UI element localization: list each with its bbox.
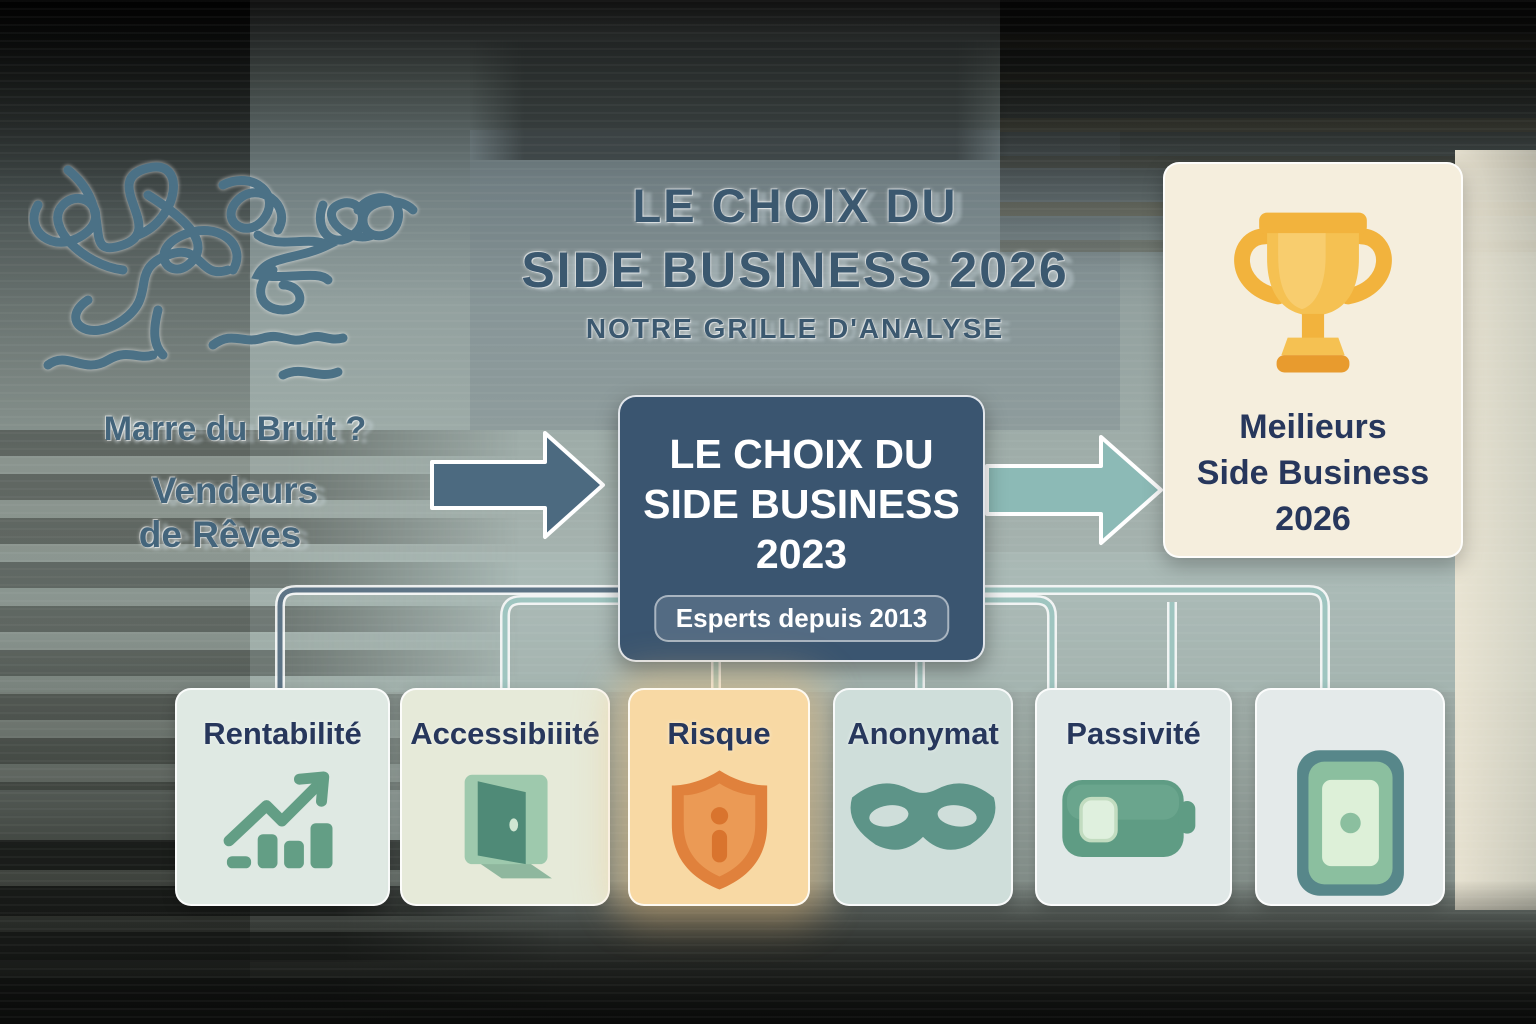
experts-badge: Esperts depuis 2013 <box>653 595 950 642</box>
background-right-cream-band <box>1455 150 1536 910</box>
header-subtitle: NOTRE GRILLE D'ANALYSE <box>585 313 1005 344</box>
criteria-card-passivite: Passivité <box>1035 688 1232 906</box>
center-node-title-line2: SIDE BUSINESS <box>643 481 960 528</box>
panel-door-icon <box>1296 750 1404 896</box>
header-title-line2: SIDE BUSINESS 2026 <box>521 242 1069 298</box>
battery-icon <box>1062 780 1196 857</box>
brand-tagline-line3: de Rêves <box>138 514 302 555</box>
trophy-icon <box>1234 212 1392 373</box>
criteria-card-label: Accessibiiité <box>410 716 600 751</box>
brand-tagline-line2: Vendeurs <box>151 470 319 511</box>
growth-chart-icon <box>223 771 332 869</box>
scribble-noise-icon <box>29 162 418 380</box>
criteria-card-rentabilite: Rentabilité <box>175 688 390 906</box>
flow-arrow-left-icon <box>430 431 605 539</box>
result-card-label-line3: 2026 <box>1275 499 1351 538</box>
open-door-icon <box>464 774 552 879</box>
header-title: LE CHOIX DU SIDE BUSINESS 2026 NOTRE GRI… <box>470 178 1120 345</box>
flow-arrow-right-icon <box>985 435 1163 545</box>
result-card-label-line2: Side Business <box>1196 453 1430 492</box>
result-card-label-line1: Meilieurs <box>1239 408 1387 446</box>
criteria-card-accessibilite: Accessibiiité <box>400 688 610 906</box>
header-title-line1: LE CHOIX DU <box>632 179 958 232</box>
criteria-card-unlabeled <box>1255 688 1445 906</box>
mask-icon <box>850 783 996 850</box>
criteria-card-label: Anonymat <box>847 716 999 751</box>
center-node: LE CHOIX DU SIDE BUSINESS 2023 Esperts d… <box>618 395 985 662</box>
criteria-card-risque: Risque <box>628 688 810 906</box>
criteria-card-anonymat: Anonymat <box>833 688 1013 906</box>
center-node-title-line1: LE CHOIX DU <box>669 431 934 477</box>
criteria-card-label: Rentabilité <box>203 716 362 751</box>
criteria-card-label: Passivité <box>1066 716 1201 751</box>
result-card: Meilieurs Side Business 2026 <box>1163 162 1463 558</box>
brand-tagline-line1: Marre du Bruit ? <box>103 410 367 448</box>
shield-info-icon <box>671 770 767 890</box>
background-top-center-bar <box>470 40 1010 160</box>
center-node-title-line3: 2023 <box>755 531 848 578</box>
criteria-card-label: Risque <box>667 716 771 751</box>
